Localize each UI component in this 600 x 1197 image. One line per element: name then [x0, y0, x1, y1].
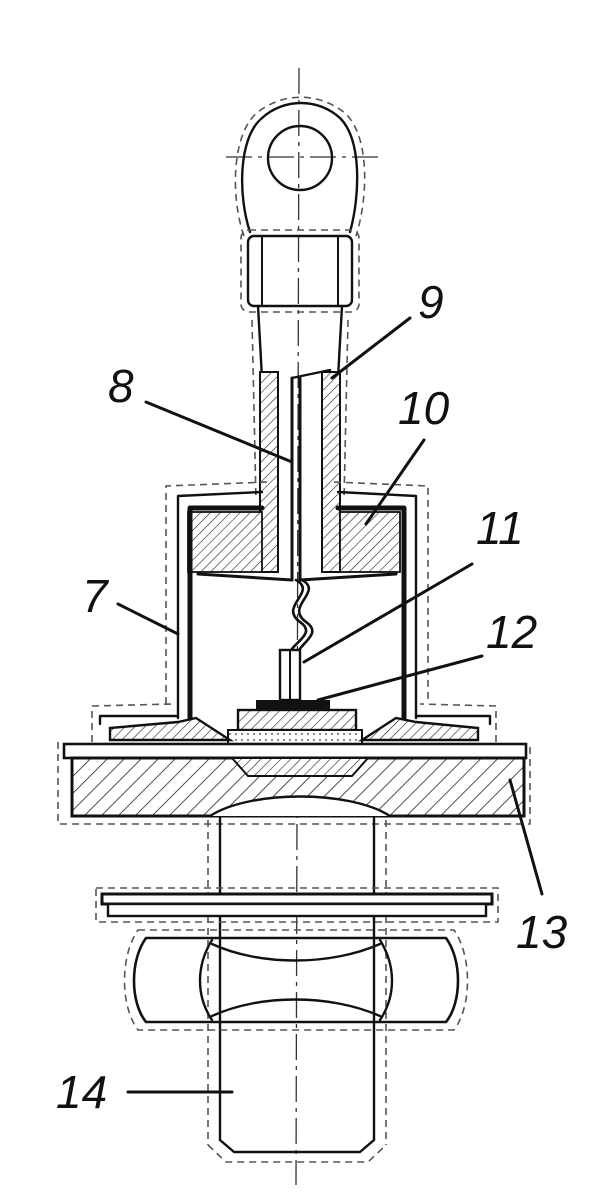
leader-line-10: [364, 438, 426, 526]
semiconductor-element-12: [227, 700, 363, 747]
callout-label-11: 11: [476, 502, 524, 554]
lead-insulation-right: [321, 371, 341, 573]
terminal-lug: [226, 96, 382, 313]
lead-insulation-left: [259, 371, 279, 573]
flexible-lead-9: [251, 304, 349, 573]
hex-nut: [123, 929, 469, 1031]
washer: [95, 887, 499, 923]
leader-line-12: [316, 654, 484, 702]
leader-lines: [116, 316, 544, 1094]
gate-wire-11: [278, 578, 314, 702]
housing-7: [165, 481, 429, 721]
leader-line-8: [144, 400, 294, 464]
callout-label-12: 12: [486, 606, 537, 658]
callout-label-13: 13: [516, 906, 568, 958]
callout-label-8: 8: [108, 360, 134, 412]
base-plate-13: [57, 742, 531, 825]
base-flange: [91, 703, 497, 742]
callout-label-7: 7: [82, 570, 109, 622]
callout-label-10: 10: [398, 382, 450, 434]
threaded-stud-14: [207, 816, 387, 1163]
leader-line-11: [302, 562, 474, 664]
inner-conductor-8: [290, 368, 332, 582]
leader-line-9: [330, 316, 412, 380]
leader-line-7: [116, 602, 180, 636]
callout-label-14: 14: [56, 1066, 107, 1118]
insulator-seal-10: [187, 511, 401, 573]
lug-hole: [266, 124, 334, 192]
leader-line-13: [508, 778, 544, 896]
callout-label-9: 9: [418, 276, 444, 328]
callout-labels: 7 8 9 10 11 12 13 14: [56, 276, 568, 1118]
